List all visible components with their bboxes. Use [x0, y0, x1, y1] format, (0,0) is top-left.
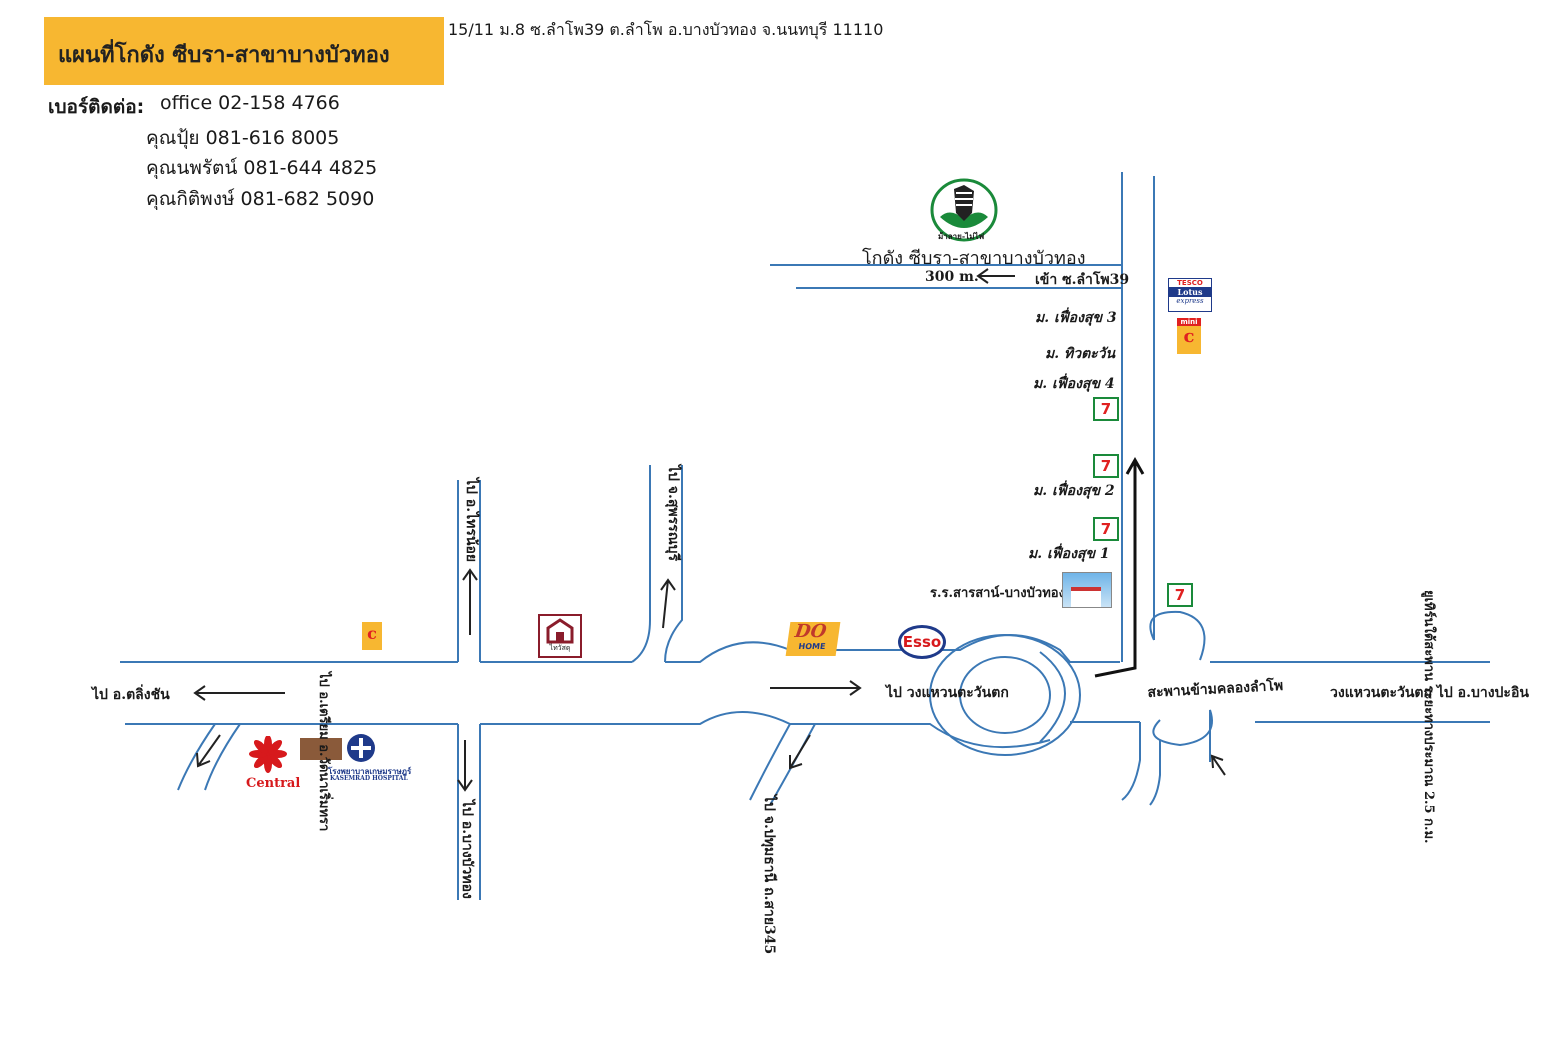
- mini-text: mini: [1177, 318, 1201, 326]
- thai-watsadu-text: ไทวัสดุ: [549, 644, 571, 652]
- label-to-bang-bua-thong: ไป อ.บางบัวทอง: [459, 800, 475, 899]
- suphan-road-left: [631, 465, 651, 663]
- kasemrad-logo: [347, 734, 375, 762]
- contact-person-1: คุณปุ้ย 081-616 8005: [146, 127, 340, 149]
- village-label-3: ม. เฟื่องสุข 3: [1035, 310, 1117, 326]
- highway-upper-edge-3: [665, 634, 1120, 663]
- central-logo: [249, 736, 287, 773]
- zebra-logo: [930, 178, 998, 242]
- title-banner: แผนที่โกดัง ซีบรา-สาขาบางบัวทอง: [44, 17, 444, 85]
- suphan-road-right: [664, 465, 683, 663]
- central-road-left: [177, 723, 216, 791]
- warehouse-label: โกดัง ซีบรา-สาขาบางบัวทอง: [862, 248, 1086, 269]
- village-label-4: ม. เฟื่องสุข 4: [1033, 376, 1115, 392]
- arrow-taling-chan: [193, 685, 285, 701]
- hospital-text: โรงพยาบาลเกษมราษฎร์: [328, 766, 412, 776]
- loop-right: [1039, 651, 1066, 743]
- tesco-lotus-logo: TESCO Lotus express: [1168, 278, 1212, 312]
- village-label-1: ม. เฟื่องสุข 1: [1028, 546, 1110, 562]
- lotus-text: Lotus: [1169, 287, 1211, 297]
- seven-eleven-icon-2: 7: [1093, 454, 1119, 478]
- arrow-central: [196, 734, 221, 768]
- big-c-mini-logo: mini c: [1177, 318, 1201, 354]
- label-u-turn: ยูเทิร์นใต้สะพาน ระยะทางประมาณ 2.5 ก.ม.: [1421, 590, 1436, 844]
- arrow-soi39: [976, 268, 1015, 284]
- arrow-ring-road: [770, 680, 862, 696]
- highway-lower-edge-2: [480, 711, 1051, 749]
- contact-person-2: คุณนพรัตน์ 081-644 4825: [146, 157, 378, 179]
- bridge-loop-top: [1149, 610, 1206, 661]
- label-to-ring-road: ไป วงแหวนตะวันตก: [886, 685, 1009, 701]
- express-text: express: [1176, 297, 1204, 305]
- bridge-down-right: [1149, 740, 1161, 806]
- arrow-suphanburi: [660, 578, 676, 629]
- arrow-pathum: [789, 734, 811, 770]
- route-to-warehouse-line: [1094, 462, 1137, 678]
- seven-eleven-icon-3: 7: [1093, 517, 1119, 541]
- map-title: แผนที่โกดัง ซีบรา-สาขาบางบัวทอง: [58, 43, 390, 68]
- contact-office: office 02-158 4766: [160, 92, 340, 114]
- school-building-icon: [1062, 572, 1112, 608]
- big-c-c-icon: c: [367, 624, 377, 643]
- village-label-2: ม. เฟื่องสุข 2: [1033, 483, 1115, 499]
- address-text: 15/11 ม.8 ซ.ลำโพ39 ต.ลำโพ อ.บางบัวทอง จ.…: [448, 20, 884, 39]
- tesco-text: TESCO: [1177, 279, 1203, 287]
- label-to-suphanburi: ไป จ.สุพรรณบุรี: [665, 465, 681, 562]
- esso-logo: Esso: [898, 625, 946, 659]
- seven-eleven-icon-1: 7: [1093, 397, 1119, 421]
- house-icon: [546, 618, 574, 644]
- big-c-logo: c: [362, 622, 382, 650]
- seven-eleven-icon-4: 7: [1167, 583, 1193, 607]
- big-c-icon: c: [1183, 326, 1195, 347]
- label-to-central: ไป อ.เตรียม อ.วัดนาเริ่มทรา: [316, 672, 331, 832]
- interchange-loop-inner: [959, 656, 1051, 734]
- label-to-pathum-thani: ไป จ.ปทุมธานี ถ.สาย345: [761, 795, 777, 955]
- central-road-right: [204, 723, 241, 791]
- interchange-loop-outer: [929, 634, 1081, 756]
- school-label: ร.ร.สารสาน์-บางบัวทอง: [930, 586, 1065, 601]
- arrow-bang-bua-thong: [457, 740, 473, 792]
- pathum-road-left: [749, 723, 791, 801]
- label-to-taling-chan: ไป อ.ตลิ่งชัน: [92, 687, 170, 703]
- arrow-sai-noi: [462, 568, 478, 635]
- soi-label: เข้า ซ.ลำโพ39: [1035, 272, 1130, 288]
- bridge-loop-bottom: [1152, 709, 1213, 762]
- dohome-do-text: DO: [793, 621, 828, 642]
- contact-person-3: คุณกิติพงษ์ 081-682 5090: [146, 188, 375, 210]
- route-arrowhead: [1125, 456, 1145, 475]
- hospital-en-text: KASEMRAD HOSPITAL: [330, 775, 408, 782]
- zebra-logo-text: ม้าลาย-ไม่ไฟ: [938, 231, 985, 241]
- village-label-tiw: ม. ทิวตะวัน: [1045, 346, 1116, 362]
- dohome-home-text: HOME: [797, 642, 827, 651]
- distance-label: 300 m.: [925, 269, 979, 285]
- contact-label: เบอร์ติดต่อ:: [48, 96, 145, 118]
- thai-watsadu-logo: ไทวัสดุ: [538, 614, 582, 658]
- dohome-logo: DO HOME: [785, 621, 841, 656]
- label-to-sai-noi: ไป อ.ไทรน้อย: [463, 478, 479, 563]
- bridge-down-left: [1121, 722, 1141, 801]
- central-text: Central: [246, 776, 301, 791]
- arrow-u-turn: [1210, 754, 1226, 776]
- label-ring-road-bang-pa-in: วงแหวนตะวันตก ไป อ.บางปะอิน: [1330, 685, 1529, 701]
- hospital-building-icon: [300, 738, 342, 760]
